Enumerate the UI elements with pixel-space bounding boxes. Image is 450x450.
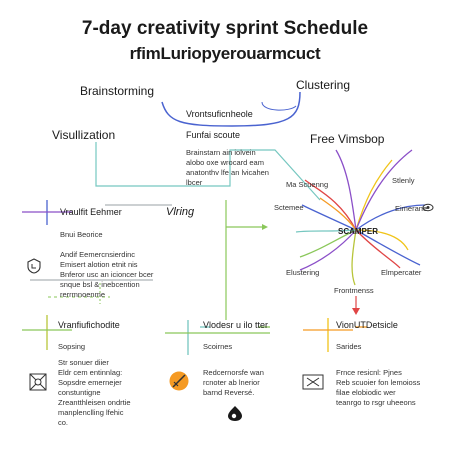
eye-icon (422, 203, 434, 212)
drop-icon (228, 406, 242, 421)
center-label: Vrontsuficnheole (186, 109, 253, 119)
funfai-label: Funfai scoute (186, 130, 241, 140)
hub-spoke-1: Sctemee (274, 203, 304, 212)
bottom-1-sub: Sopsing (58, 342, 86, 351)
bottom-1-paragraph: Str sonuer diier Eldr cem entinnlag: Sop… (58, 358, 131, 427)
hub-spoke-2: Elustering (286, 268, 320, 277)
bottom-3-header: VionUTDetsicle (336, 320, 398, 330)
bottom-1-header: Vranfiufichodite (58, 320, 120, 330)
hub-spoke-4: Eimerane (395, 204, 428, 213)
red-arrowhead (352, 308, 360, 315)
left-header: Vraulfit Eehmer (60, 207, 122, 217)
bottom-3-paragraph: Frnce resicnl: Pjnes Reb scuoier fon lem… (336, 368, 421, 407)
blue-arc (161, 91, 301, 127)
target-icon (169, 371, 189, 391)
bottom-3-sub: Sarides (336, 342, 362, 351)
page-subtitle: rfimLuriopyerouarmcuct (129, 44, 321, 63)
bottom-2-sub: Scoirnes (203, 342, 233, 351)
bottom-2-header: Vlodesr u ilo tter (203, 320, 269, 330)
top-paragraph: Brainstarn ain iolvein alobo oxe wrocard… (186, 148, 269, 187)
bottom-2-paragraph: Redcernorsfe wan rcnoter ab lnerior barn… (203, 368, 264, 397)
hub-spoke-3: Stlenly (392, 176, 415, 185)
visualization-label: Visullization (52, 128, 116, 142)
green-arrowhead (262, 224, 268, 230)
hub-spokes (295, 149, 426, 286)
teal-path (95, 142, 321, 201)
left-paragraph: Andif Eemercnsierdinc Emisert alotion et… (60, 250, 154, 299)
left-mid-word: Vlring (166, 206, 195, 218)
left-sub: Bnui Beorice (60, 230, 103, 239)
small-arc (261, 101, 297, 111)
hub-spoke-6: Frontmenss (334, 286, 374, 295)
hub-spoke-5: Elmpercater (381, 268, 422, 277)
hub-label: SCAMPER (338, 227, 379, 236)
clustering-label: Clustering (296, 78, 351, 92)
free-label: Free Vimsbop (310, 132, 385, 146)
brainstorming-label: Brainstorming (80, 84, 155, 98)
shield-icon (27, 258, 41, 274)
network-icon (29, 373, 47, 391)
hub-spoke-0: Ma Scuenng (286, 180, 329, 189)
scissors-icon (302, 374, 324, 390)
page-title: 7-day creativity sprint Schedule (81, 18, 369, 39)
